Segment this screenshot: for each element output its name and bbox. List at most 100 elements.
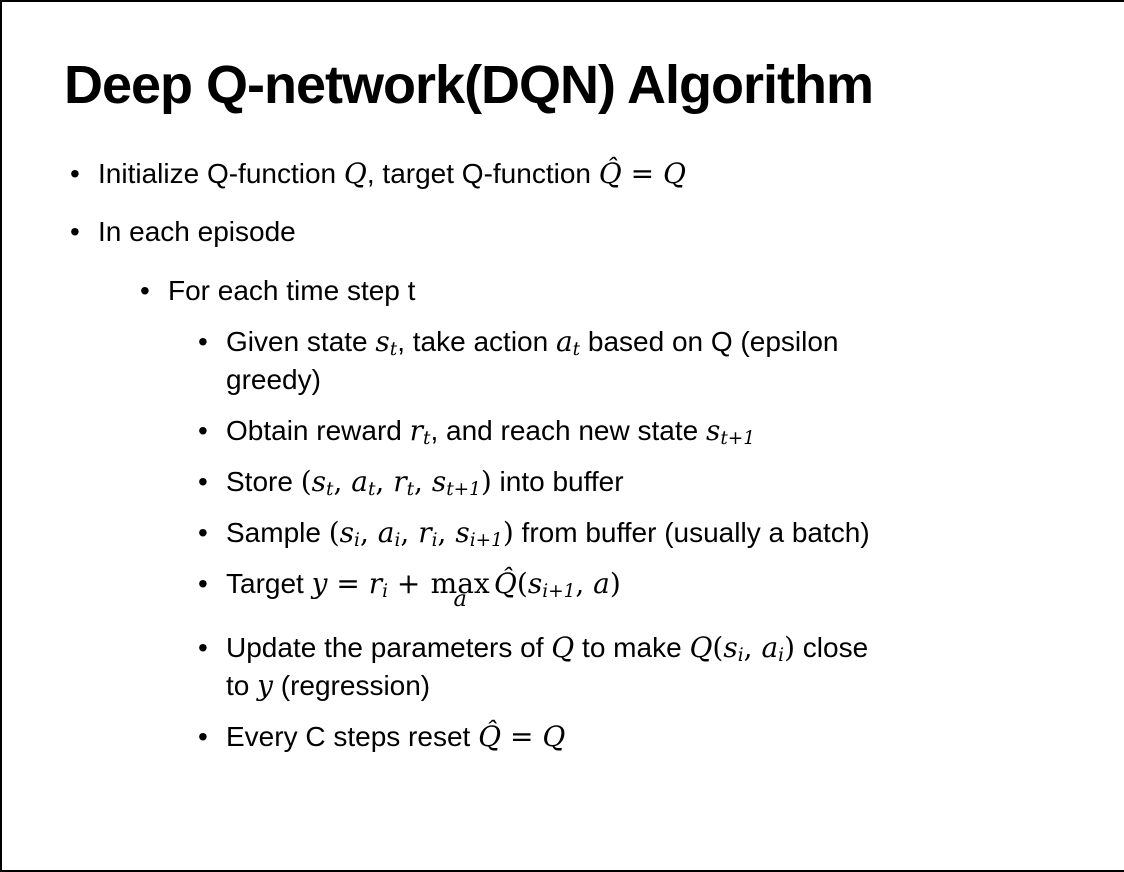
- math-subscript: t: [423, 427, 431, 449]
- math-var: si: [723, 631, 744, 667]
- math-subscript: t: [367, 478, 376, 500]
- math-var-hat: Q̂: [478, 720, 502, 754]
- math-var: Q: [542, 720, 566, 754]
- math-plain: (: [516, 567, 528, 601]
- math-var: Q: [343, 157, 367, 191]
- slide-title: Deep Q-network(DQN) Algorithm: [64, 55, 874, 115]
- math-var: at: [351, 464, 376, 500]
- math-plain: ,: [437, 515, 456, 549]
- math-var: si+1: [527, 567, 576, 603]
- math-plain: ): [784, 631, 796, 665]
- math-plain: ,: [400, 515, 419, 549]
- text-run: close: [795, 632, 869, 664]
- bullet-text: Every C steps reset Q̂ = Q: [226, 718, 1124, 756]
- text-run: Every C steps reset: [226, 721, 479, 753]
- math-var-hat: Q̂: [598, 157, 622, 191]
- math-subscript: i: [354, 530, 360, 551]
- math-plain: =: [327, 567, 369, 601]
- text-run: to: [226, 670, 258, 702]
- math-subscript: t: [389, 338, 398, 360]
- bullet-text: Obtain reward rt, and reach new state st…: [226, 412, 1124, 450]
- text-run: based on Q (epsilon: [580, 325, 839, 357]
- bullet-list: •Initialize Q-function Q, target Q-funct…: [2, 155, 1124, 756]
- bullet-item: • In each episode: [2, 213, 1124, 251]
- bullet-marker: •: [198, 325, 208, 357]
- math-var: ri: [418, 515, 438, 551]
- bullet-text: In each episode: [98, 213, 1124, 251]
- math-var: si+1: [455, 515, 503, 551]
- text-run: Initialize Q-function: [98, 158, 344, 190]
- math-plain: ): [609, 567, 621, 601]
- math-var: rt: [393, 464, 414, 500]
- bullet-text: Store (st, at, rt, st+1) into buffer: [226, 463, 1124, 501]
- math-var: y: [257, 669, 273, 703]
- bullet-marker: •: [140, 274, 150, 306]
- math-plain: (: [300, 464, 312, 498]
- math-plain: +: [388, 567, 430, 601]
- math-var: ai: [761, 631, 785, 667]
- text-run: , target Q-function: [366, 158, 599, 190]
- math-plain: ,: [414, 464, 432, 498]
- math-subscript: i+1: [469, 530, 503, 551]
- bullet-item: •Initialize Q-function Q, target Q-funct…: [2, 155, 1124, 193]
- math-var: st+1: [431, 464, 481, 500]
- math-subscript: i: [737, 645, 744, 667]
- math-plain: ): [480, 464, 492, 498]
- math-var: Q: [689, 631, 713, 665]
- math-var: Q: [662, 157, 686, 191]
- math-plain: ,: [743, 631, 762, 665]
- bullet-marker: •: [198, 632, 208, 664]
- math-subscript: i: [431, 530, 438, 551]
- math-var: si: [339, 515, 360, 551]
- bullet-text: Initialize Q-function Q, target Q-functi…: [98, 155, 1124, 193]
- bullet-item: • Every C steps reset Q̂ = Q: [2, 718, 1124, 756]
- bullet-marker: •: [70, 158, 80, 190]
- math-var: st+1: [705, 413, 755, 449]
- bullet-text: Given state st, take action at based on …: [226, 323, 1124, 399]
- bullet-item: •Sample (si, ai, ri, si+1) from buffer (…: [2, 514, 1124, 552]
- text-run: Sample: [226, 516, 329, 548]
- math-plain: ,: [333, 464, 352, 498]
- math-subscript: i: [382, 581, 389, 603]
- math-plain: ,: [359, 515, 378, 549]
- math-subscript: i: [778, 645, 785, 667]
- text-run: (regression): [272, 670, 431, 702]
- math-subscript: i+1: [542, 581, 576, 603]
- bullet-text: For each time step t: [168, 272, 1124, 310]
- bullet-text: Update the parameters of Q to make Q(si,…: [226, 629, 1124, 705]
- text-run: to make: [574, 632, 690, 664]
- bullet-item: • For each time step t: [2, 272, 1124, 310]
- math-var: rt: [409, 413, 431, 449]
- math-subscript: t: [326, 478, 334, 500]
- bullet-text: Sample (si, ai, ri, si+1) from buffer (u…: [226, 514, 1124, 552]
- math-plain: ,: [575, 567, 594, 601]
- math-var: y: [311, 567, 328, 601]
- text-run: Store: [226, 465, 301, 497]
- bullet-marker: •: [198, 568, 208, 600]
- bullet-item: • Given state st, take action at based on…: [2, 323, 1124, 399]
- math-var: Q: [551, 631, 575, 665]
- math-plain: (: [712, 631, 724, 665]
- math-var: a: [593, 567, 610, 601]
- math-plain: =: [501, 720, 543, 754]
- text-run: In each episode: [98, 216, 296, 248]
- bullet-marker: •: [198, 721, 208, 753]
- bullet-item: •Update the parameters of Q to make Q(si…: [2, 629, 1124, 705]
- math-subscript: t: [406, 478, 414, 500]
- text-run: Update the parameters of: [226, 632, 552, 664]
- bullet-marker: •: [70, 216, 80, 248]
- math-subscript: i: [394, 530, 401, 551]
- math-var: st: [375, 324, 398, 360]
- text-run: Target: [226, 568, 312, 600]
- math-subscript: t+1: [720, 427, 755, 449]
- bullet-item: •Store (st, at, rt, st+1) into buffer: [2, 463, 1124, 501]
- math-plain: ): [502, 515, 514, 549]
- text-run: , take action: [397, 325, 556, 357]
- math-subscript: t: [572, 338, 581, 360]
- bullet-marker: •: [198, 414, 208, 446]
- math-var: st: [311, 464, 334, 500]
